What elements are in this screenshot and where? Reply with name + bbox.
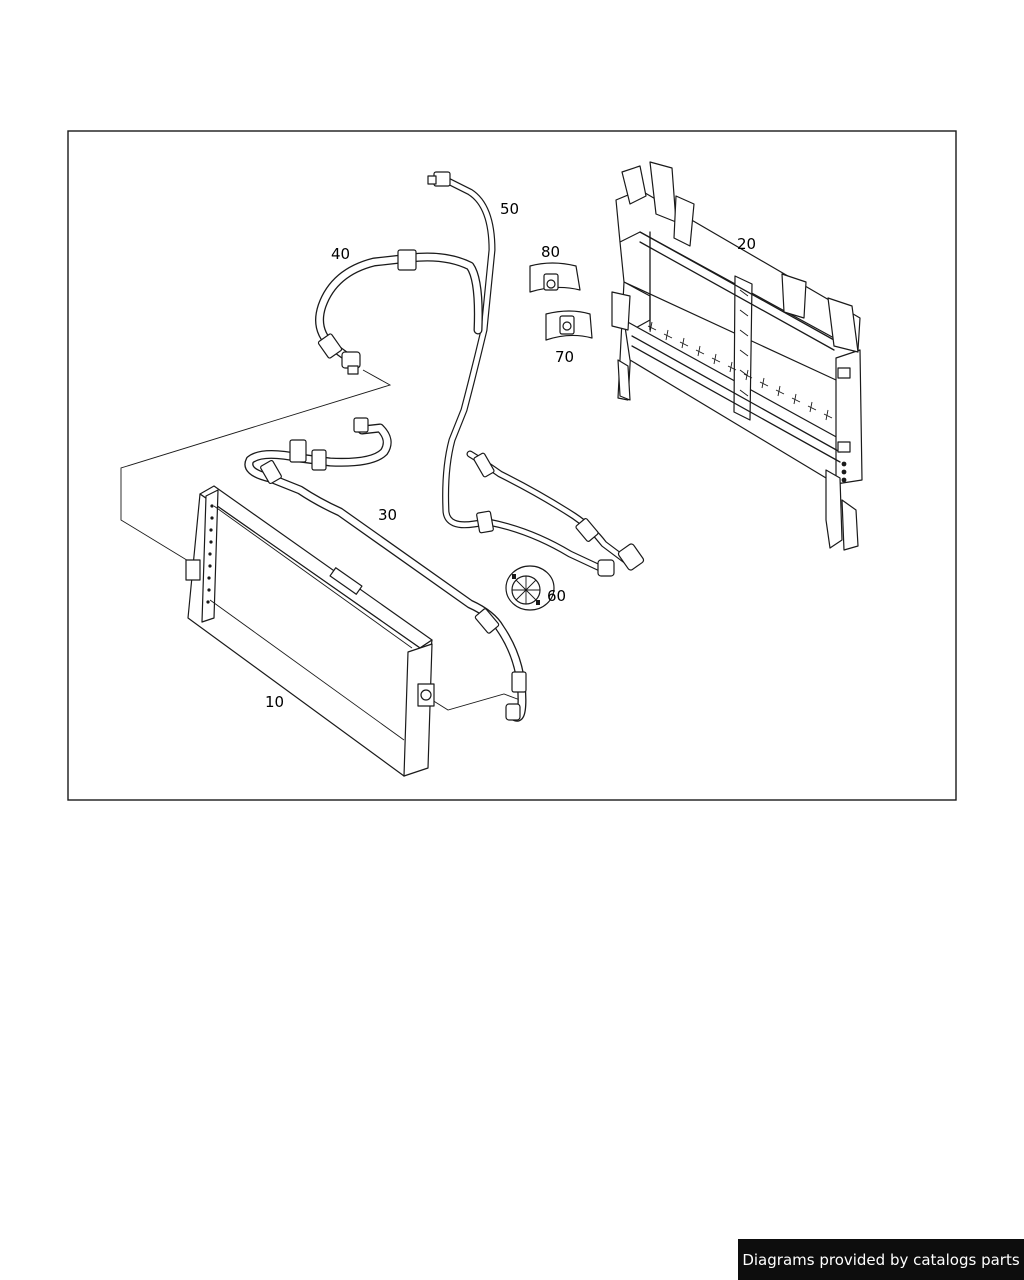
part-50-oil-line	[427, 171, 645, 577]
callout-30: 30	[378, 506, 397, 524]
cooler-rivets	[206, 504, 214, 604]
frame-rail-holes	[647, 289, 833, 421]
footer-credit-banner: Diagrams provided by catalogs parts	[738, 1239, 1024, 1280]
part-30-oil-line	[244, 417, 527, 722]
callout-50: 50	[500, 200, 519, 218]
callout-70: 70	[555, 348, 574, 366]
callout-60: 60	[547, 587, 566, 605]
part-10-oil-cooler	[185, 485, 435, 777]
callout-20: 20	[737, 235, 756, 253]
part-40-oil-hose	[315, 249, 483, 375]
part-60-grommet	[505, 565, 555, 611]
part-20-mounting-frame	[611, 161, 863, 551]
part-80-clip	[529, 262, 581, 293]
callout-80: 80	[541, 243, 560, 261]
part-70-clip	[545, 310, 593, 341]
leader-lines	[120, 369, 521, 711]
diagram-frame	[67, 130, 957, 801]
callout-10: 10	[265, 693, 284, 711]
footer-credit-text: Diagrams provided by catalogs parts	[742, 1250, 1020, 1269]
callout-40: 40	[331, 245, 350, 263]
